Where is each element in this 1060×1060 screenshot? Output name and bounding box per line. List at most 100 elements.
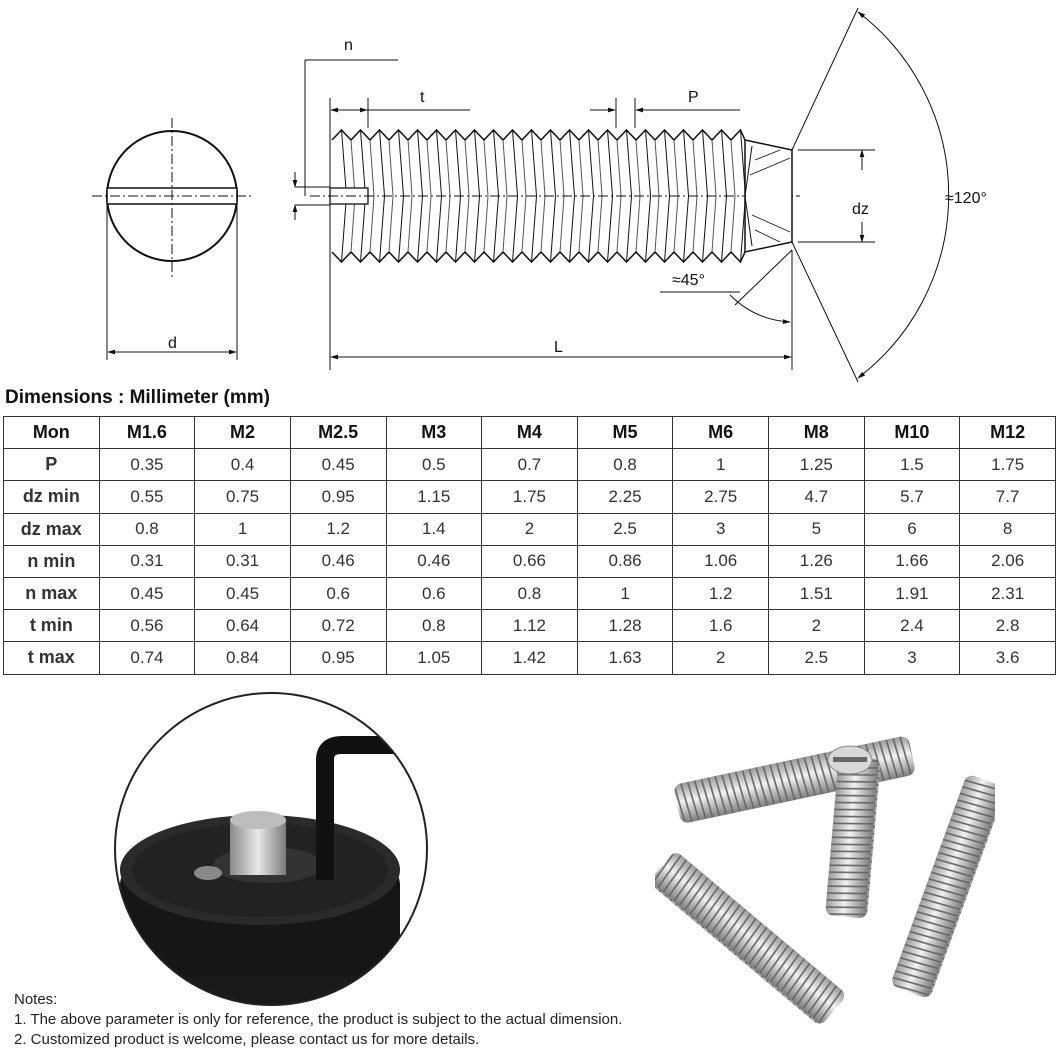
table-cell: 0.31 [98, 544, 196, 578]
table-cell: 7.7 [959, 480, 1056, 514]
technical-drawing: d [92, 7, 987, 383]
table-cell: 2.5 [576, 512, 674, 546]
table-cell: 3.6 [959, 641, 1056, 675]
table-cell: 1.75 [481, 480, 578, 514]
table-cell: 1 [576, 576, 674, 611]
table-cell: 2 [481, 512, 578, 546]
product-photo-screws [655, 736, 995, 1024]
table-cell: 1.06 [672, 544, 769, 578]
table-cell: 0.4 [194, 448, 291, 482]
notes-heading: Notes: [14, 991, 58, 1008]
table-cell: 0.55 [98, 480, 196, 514]
table-cell: 8 [959, 512, 1056, 546]
note-item: 1. The above parameter is only for refer… [14, 1011, 623, 1028]
header-cell-size: M1.6 [98, 415, 196, 450]
row-label: t min [3, 609, 100, 643]
header-cell-mon: Mon [3, 415, 100, 450]
table-cell: 0.95 [289, 480, 387, 514]
header-cell-size: M2.5 [289, 415, 387, 450]
header-cell-size: M3 [385, 415, 483, 450]
table-cell: 0.35 [98, 448, 196, 482]
table-cell: 1.2 [672, 576, 769, 611]
table-cell: 2.06 [959, 544, 1056, 578]
notes: Notes: 1. The above parameter is only fo… [14, 990, 622, 1050]
table-cell: 1.91 [863, 576, 961, 611]
table-cell: 5.7 [863, 480, 961, 514]
table-cell: 1.51 [768, 576, 865, 611]
table-cell: 0.75 [194, 480, 291, 514]
row-label: n max [3, 576, 100, 611]
header-cell-size: M6 [672, 415, 769, 450]
header-cell-size: M2 [194, 415, 291, 450]
table-cell: 0.8 [481, 576, 578, 611]
table-cell: 0.72 [289, 609, 387, 643]
table-cell: 0.8 [576, 448, 674, 482]
table-cell: 2.5 [768, 641, 865, 675]
header-cell-size: M10 [863, 415, 961, 450]
table-cell: 1.15 [385, 480, 483, 514]
header-cell-size: M5 [576, 415, 674, 450]
table-cell: 0.95 [289, 641, 387, 675]
table-cell: 1.12 [481, 609, 578, 643]
table-cell: 5 [768, 512, 865, 546]
table-cell: 0.6 [385, 576, 483, 611]
side-view [304, 59, 875, 370]
table-cell: 0.56 [98, 609, 196, 643]
table-cell: 2.31 [959, 576, 1056, 611]
label-l: L [554, 339, 563, 356]
table-cell: 6 [863, 512, 961, 546]
table-cell: 0.84 [194, 641, 291, 675]
table-cell: 3 [863, 641, 961, 675]
table-cell: 2 [768, 609, 865, 643]
row-label: P [3, 448, 100, 482]
label-angle-120: ≈120° [945, 190, 987, 207]
table-cell: 3 [672, 512, 769, 546]
table-cell: 1.63 [576, 641, 674, 675]
label-t: t [420, 89, 425, 106]
note-item: 2. Customized product is welcome, please… [14, 1031, 480, 1048]
table-cell: 1 [672, 448, 769, 482]
table-cell: 0.45 [98, 576, 196, 611]
row-label: t max [3, 641, 100, 675]
table-cell: 0.8 [98, 512, 196, 546]
label-angle-45: ≈45° [672, 272, 705, 289]
table-cell: 0.66 [481, 544, 578, 578]
label-d: d [168, 335, 177, 352]
table-cell: 2.8 [959, 609, 1056, 643]
table-cell: 1.28 [576, 609, 674, 643]
dimension-lines [292, 7, 950, 383]
table-cell: 0.86 [576, 544, 674, 578]
table-cell: 0.7 [481, 448, 578, 482]
label-n: n [344, 37, 353, 54]
header-cell-size: M12 [959, 415, 1056, 450]
table-cell: 1.75 [959, 448, 1056, 482]
row-label: n min [3, 544, 100, 578]
table-cell: 0.64 [194, 609, 291, 643]
table-cell: 0.5 [385, 448, 483, 482]
table-cell: 2.75 [672, 480, 769, 514]
label-p: P [688, 89, 699, 106]
table-cell: 1.26 [768, 544, 865, 578]
table-cell: 4.7 [768, 480, 865, 514]
section-title: Dimensions : Millimeter (mm) [5, 387, 270, 408]
table-cell: 1.25 [768, 448, 865, 482]
end-view [92, 118, 252, 360]
header-cell-size: M4 [481, 415, 578, 450]
header-cell-size: M8 [768, 415, 865, 450]
table-cell: 1.6 [672, 609, 769, 643]
label-dz: dz [852, 201, 869, 218]
table-cell: 0.45 [289, 448, 387, 482]
table-cell: 1.66 [863, 544, 961, 578]
table-cell: 1.5 [863, 448, 961, 482]
table-cell: 1.2 [289, 512, 387, 546]
table-cell: 0.46 [385, 544, 483, 578]
table-cell: 2.4 [863, 609, 961, 643]
row-label: dz max [3, 512, 100, 546]
